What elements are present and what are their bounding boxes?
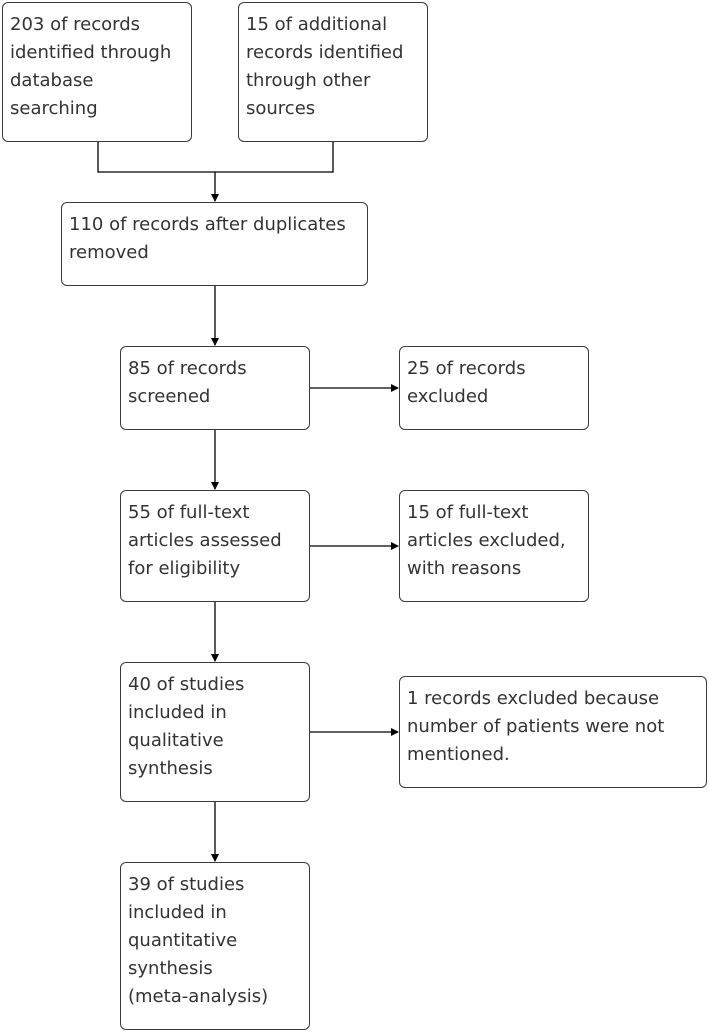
- full-text-assessed-box: 55 of full-text articles assessed for el…: [120, 490, 310, 602]
- merge-connector: [97, 142, 334, 173]
- other-sources-box: 15 of additional records identified thro…: [238, 2, 428, 142]
- quantitative-synthesis-box: 39 of studies included in quantitative s…: [120, 862, 310, 1030]
- excluded-screening-box: 25 of records excluded: [399, 346, 589, 430]
- screened-box: 85 of records screened: [120, 346, 310, 430]
- full-text-excluded-box: 15 of full-text articles excluded, with …: [399, 490, 589, 602]
- qualitative-synthesis-box: 40 of studies included in qualitative sy…: [120, 662, 310, 802]
- database-records-box: 203 of records identified through databa…: [2, 2, 192, 142]
- qualitative-excluded-box: 1 records excluded because number of pat…: [399, 676, 707, 788]
- after-duplicates-box: 110 of records after duplicates removed: [61, 202, 368, 286]
